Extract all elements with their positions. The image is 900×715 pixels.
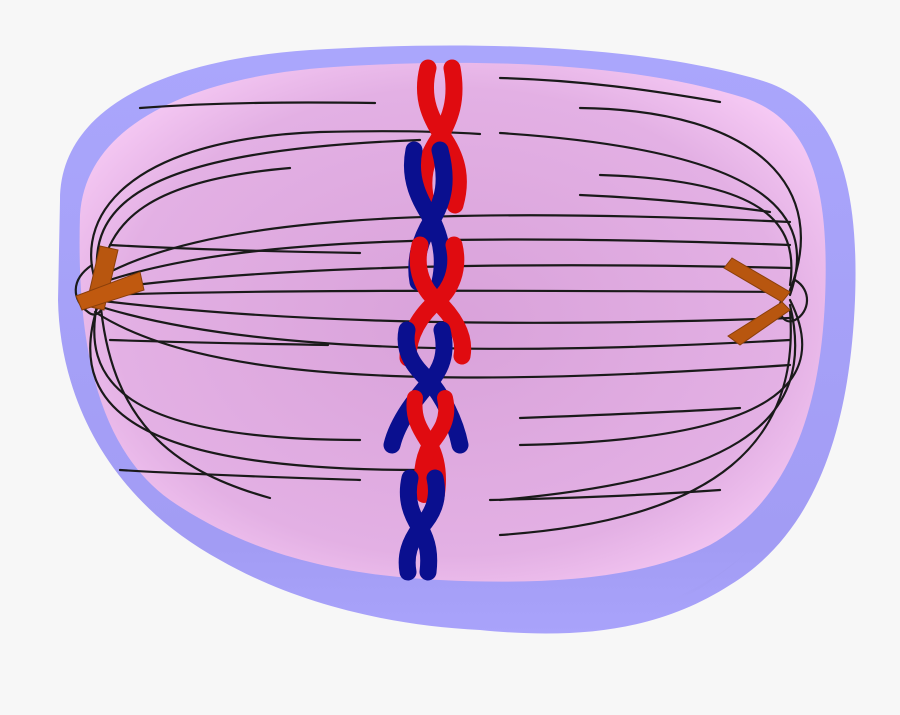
metaphase-plate (383, 59, 472, 581)
cell-membrane-shadow (300, 540, 760, 639)
chromosome-red (415, 59, 467, 214)
chromosome-blue (398, 469, 445, 581)
spindle-fibers (74, 76, 809, 537)
centriole-pair-left (75, 245, 145, 311)
centriole (723, 257, 791, 303)
centriole (727, 301, 791, 346)
chromosome-blue (383, 321, 469, 454)
centriole (75, 271, 145, 311)
centriole-pair-right (723, 257, 791, 346)
